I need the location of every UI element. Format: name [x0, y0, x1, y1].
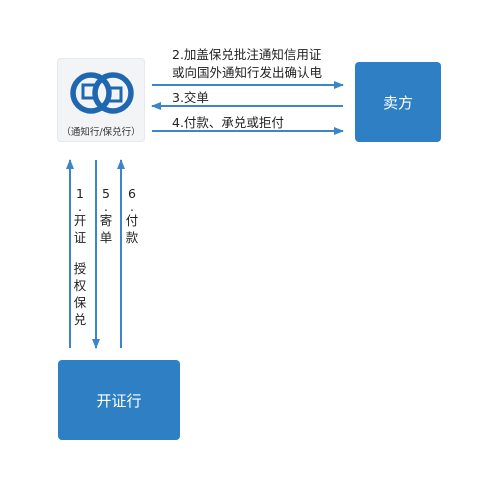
- step1-text-b: 授权保兑: [73, 261, 87, 327]
- advising-bank-label: （通知行/保兑行）: [61, 127, 141, 138]
- step4-label: 4.付款、承兑或拒付: [172, 115, 284, 130]
- step6-label: 6 . 付款: [125, 185, 139, 246]
- step6-number: 6: [128, 186, 136, 201]
- step1-dot: .: [78, 199, 82, 214]
- step6-text: 付款: [125, 213, 139, 245]
- step6-dot: .: [130, 199, 134, 214]
- step2-label-line1: 2.加盖保兑批注通知信用证: [172, 47, 322, 62]
- step5-text: 寄单: [99, 213, 113, 245]
- seller-node: 卖方: [355, 62, 441, 142]
- step5-dot: .: [104, 199, 108, 214]
- step5-number: 5: [102, 186, 110, 201]
- step1-label: 1 . 开证 授权保兑: [73, 185, 87, 328]
- issuing-bank-label: 开证行: [96, 391, 142, 410]
- step5-label: 5 . 寄单: [99, 185, 113, 246]
- advising-bank-node: （通知行/保兑行）: [57, 58, 145, 142]
- step2-label-line2: 或向国外通知行发出确认电: [172, 65, 323, 80]
- seller-label: 卖方: [382, 93, 413, 112]
- step3-label: 3.交单: [172, 90, 209, 105]
- bank-logo-icon: [70, 72, 134, 114]
- step1-text-a: 开证: [73, 213, 87, 245]
- step1-number: 1: [76, 186, 84, 201]
- issuing-bank-node: 开证行: [58, 360, 180, 440]
